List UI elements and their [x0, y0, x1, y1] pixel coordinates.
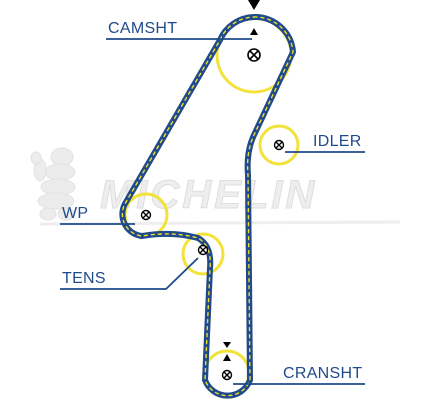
triangle-icon — [250, 28, 258, 35]
michelin-man-icon — [30, 147, 76, 221]
circled-x-icon — [247, 48, 261, 62]
leader-lines — [60, 38, 365, 385]
circled-x-icon — [140, 209, 152, 221]
triangle-icon — [223, 342, 231, 348]
water-pump-label: WP — [62, 205, 88, 222]
triangle-icon — [248, 0, 260, 10]
idler-pulley — [258, 124, 300, 166]
circled-x-icon — [221, 369, 233, 381]
crankshaft-label: CRANSHT — [283, 365, 362, 382]
pulley-centers — [140, 48, 285, 381]
tensioner-pulley — [181, 232, 225, 276]
triangle-icon — [223, 354, 231, 361]
tensioner-leader — [60, 257, 199, 290]
labels: CAMSHT IDLER WP TENS CRANSHT — [62, 20, 362, 382]
timing-belt — [119, 13, 296, 399]
tensioner-label: TENS — [62, 270, 106, 287]
camshaft-label: CAMSHT — [108, 20, 177, 37]
circled-x-icon — [197, 244, 209, 256]
idler-label: IDLER — [313, 133, 362, 150]
circled-x-icon — [273, 139, 285, 151]
timing-marks — [223, 0, 260, 361]
